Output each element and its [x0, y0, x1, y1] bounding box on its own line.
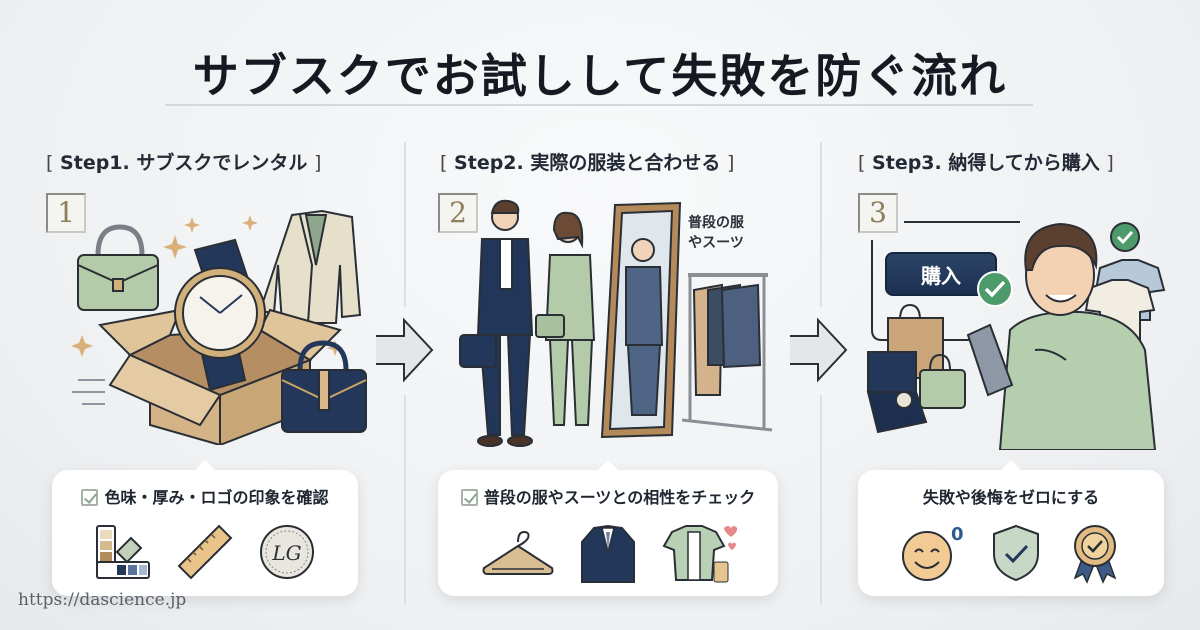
purchase-check-icon [977, 271, 1013, 307]
card-label-text: 色味・厚み・ロゴの印象を確認 [104, 488, 329, 507]
step-2-card-label: 普段の服やスーツとの相性をチェック [438, 484, 778, 508]
shield-check-icon [992, 524, 1039, 582]
column-divider [820, 395, 822, 605]
bracket-open: [ [858, 152, 866, 174]
card-label-text: 普段の服やスーツとの相性をチェック [483, 488, 756, 507]
bracket-close: ] [313, 152, 322, 174]
bracket-close: ] [1106, 152, 1114, 174]
rack-label: 普段の服 やスーツ [688, 213, 744, 253]
step-3-heading-text: Step3. 納得してから購入 [872, 152, 1100, 174]
arrow-1-to-2 [376, 317, 434, 383]
step-1-number-badge: 1 [46, 193, 86, 233]
step-2-number-badge: 2 [438, 193, 478, 233]
watch-box-icon [866, 351, 928, 434]
step-3-heading: [ Step3. 納得してから購入 ] [858, 148, 1114, 175]
step-3-card: 失敗や後悔をゼロにする 0 [858, 460, 1164, 596]
rack-label-line1: 普段の服 [688, 215, 744, 231]
suit-jacket-icon [581, 524, 635, 583]
checkbox-icon [81, 489, 99, 506]
green-handbag-icon [77, 224, 159, 311]
step-2-card: 普段の服やスーツとの相性をチェック [438, 460, 778, 596]
casual-shirt-icon [662, 525, 738, 583]
step-1-illustration [71, 209, 367, 445]
step-2-heading-text: Step2. 実際の服装と合わせる [454, 152, 721, 174]
bracket-close: ] [726, 152, 735, 174]
logo-emblem-icon: LG [260, 525, 314, 579]
step-1-heading: [ Step1. サブスクでレンタル ] [46, 148, 321, 175]
card-icon-row: 0 [858, 522, 1164, 584]
green-handbag-icon [919, 353, 966, 409]
card-icon-row: LG [52, 522, 358, 582]
checkbox-icon [460, 489, 478, 506]
color-swatch-icon [96, 525, 150, 579]
bracket-open: [ [46, 152, 54, 174]
step-3-illustration [866, 221, 1166, 450]
svg-text:LG: LG [271, 541, 301, 565]
step-1-heading-text: Step1. サブスクでレンタル [60, 152, 308, 174]
woman-in-green-suit [535, 211, 596, 426]
standing-mirror [600, 201, 682, 439]
rack-label-line2: やスーツ [688, 235, 744, 251]
step-3-card-label: 失敗や後悔をゼロにする [858, 484, 1164, 508]
clothes-rack [681, 273, 773, 432]
card-icon-row [438, 522, 778, 586]
column-divider [404, 142, 406, 307]
step-3-number-badge: 3 [858, 193, 898, 233]
smile-face-icon: 0 [902, 524, 964, 581]
step-2-heading: [ Step2. 実際の服装と合わせる ] [440, 148, 734, 175]
card-label-text: 失敗や後悔をゼロにする [922, 488, 1100, 507]
beige-blazer-icon [258, 209, 362, 324]
title-divider [165, 104, 1033, 106]
bracket-open: [ [440, 152, 448, 174]
motion-lines [72, 379, 105, 405]
footer-url[interactable]: https://dascience.jp [18, 590, 187, 610]
award-ribbon-icon [1073, 525, 1116, 584]
column-divider [820, 142, 822, 307]
navy-handbag-icon [281, 340, 367, 433]
man-in-navy-suit [459, 199, 534, 447]
ruler-icon [177, 524, 233, 580]
page-title: サブスクでお試しして失敗を防ぐ流れ [192, 49, 1008, 103]
man-with-tablet [966, 222, 1157, 450]
step-1-card-label: 色味・厚み・ロゴの印象を確認 [52, 484, 358, 508]
svg-text:0: 0 [951, 524, 964, 545]
wristwatch-icon [174, 238, 266, 392]
arrow-2-to-3 [790, 317, 848, 383]
hanger-icon [482, 530, 554, 575]
step-2-illustration [459, 199, 773, 447]
panel-frame [871, 221, 1020, 341]
column-divider [404, 395, 406, 605]
step-1-card: 色味・厚み・ロゴの印象を確認 LG [52, 460, 358, 596]
check-bubble-icon [1110, 222, 1140, 252]
